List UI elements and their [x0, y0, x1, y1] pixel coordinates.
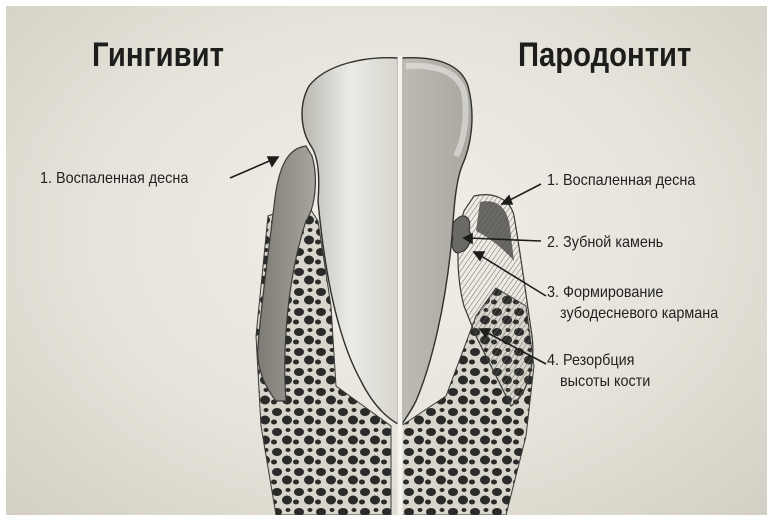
- title-gingivitis: Гингивит: [92, 36, 224, 75]
- label-pocket-line2: зубодесневого кармана: [560, 303, 718, 324]
- label-left-inflamed-gum: 1. Воспаленная десна: [40, 168, 188, 189]
- illustration-frame: Гингивит Пародонтит 1. Воспаленная десна…: [6, 6, 767, 515]
- title-periodontitis: Пародонтит: [518, 36, 691, 75]
- tooth-illustration: [6, 6, 767, 515]
- label-resorption-line2: высоты кости: [560, 371, 650, 392]
- calculus: [451, 216, 471, 253]
- label-calculus: 2. Зубной камень: [547, 232, 663, 253]
- label-resorption-line1: 4. Резорбция: [547, 350, 634, 371]
- label-right-inflamed-gum: 1. Воспаленная десна: [547, 170, 695, 191]
- label-pocket-line1: 3. Формирование: [547, 282, 663, 303]
